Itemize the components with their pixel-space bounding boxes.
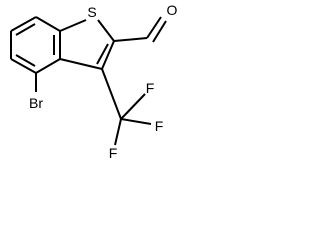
bond-c5-c4-inner: [15, 54, 36, 67]
bond-cho-o-double: [152, 20, 167, 43]
aldehyde-group: [113, 16, 167, 43]
sulfur-atom-label: S: [87, 4, 96, 20]
benzene-ring: [10, 16, 61, 74]
bond-c7a-s: [59, 19, 87, 32]
bond-c2-cho: [113, 37, 148, 42]
bond-c7a-c7: [35, 16, 61, 32]
bond-c7-c6: [10, 16, 37, 32]
bond-cf3-f-top: [120, 93, 146, 120]
bond-cf3-f-right: [120, 118, 152, 125]
bond-c2-c3-inner: [96, 43, 109, 65]
bond-s-c2: [97, 19, 115, 42]
bond-c4-c3a: [35, 58, 61, 74]
bond-c7-c6-inner: [15, 23, 36, 36]
oxygen-atom-label: O: [167, 2, 178, 18]
fluorine-top-atom-label: F: [146, 80, 155, 96]
bond-cf3-f-bottom: [114, 118, 122, 146]
trifluoromethyl-group: [101, 68, 152, 146]
bromine-atom-label: Br: [29, 95, 43, 111]
fluorine-right-atom-label: F: [155, 118, 164, 134]
bond-c2-c3: [101, 40, 115, 70]
thiophene-ring: [59, 19, 115, 70]
bond-cho-o: [146, 16, 162, 39]
fluorine-bottom-atom-label: F: [109, 145, 118, 161]
bond-c3-c3a: [59, 58, 103, 70]
molecule-structure: S O Br F F F: [10, 2, 178, 161]
bond-c5-c4: [10, 58, 37, 74]
bond-c3-cf3: [101, 68, 122, 120]
